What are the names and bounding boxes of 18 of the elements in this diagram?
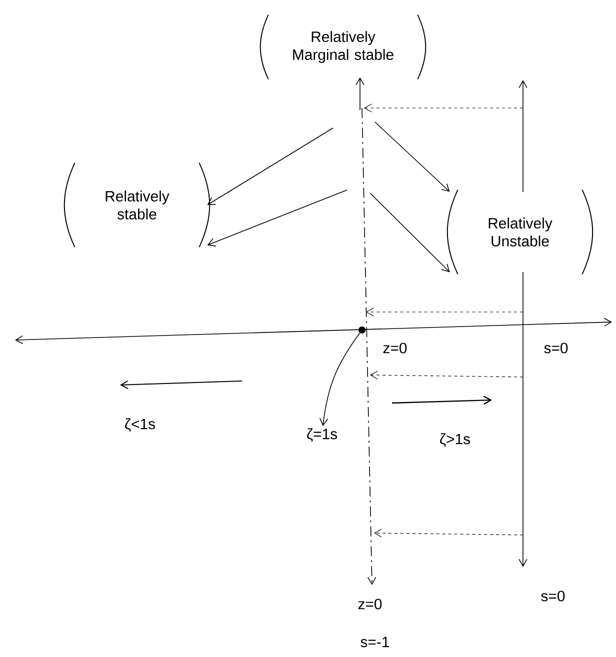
condition-label: ζ>1s bbox=[440, 433, 470, 447]
arrow bbox=[356, 77, 364, 110]
origin-dot bbox=[358, 326, 366, 334]
bracketed-label: Relatively Marginal stable bbox=[260, 14, 426, 80]
arrow bbox=[207, 128, 334, 205]
arrow bbox=[370, 192, 450, 272]
axis-label: s=0 bbox=[541, 590, 565, 602]
condition-label: ζ=1s bbox=[307, 428, 337, 442]
axis-label: z=0 bbox=[358, 598, 382, 610]
axis-label: z=0 bbox=[383, 342, 407, 354]
arrow bbox=[374, 122, 450, 192]
arrow bbox=[207, 190, 348, 246]
axis-label: s=-1 bbox=[360, 636, 389, 648]
axis-label: s=0 bbox=[544, 342, 568, 354]
condition-label: ζ<1s bbox=[125, 418, 155, 432]
bracketed-label: Relatively stable bbox=[64, 162, 210, 248]
curved-arrow bbox=[319, 332, 360, 426]
bracketed-label: Relatively Unstable bbox=[446, 189, 594, 275]
